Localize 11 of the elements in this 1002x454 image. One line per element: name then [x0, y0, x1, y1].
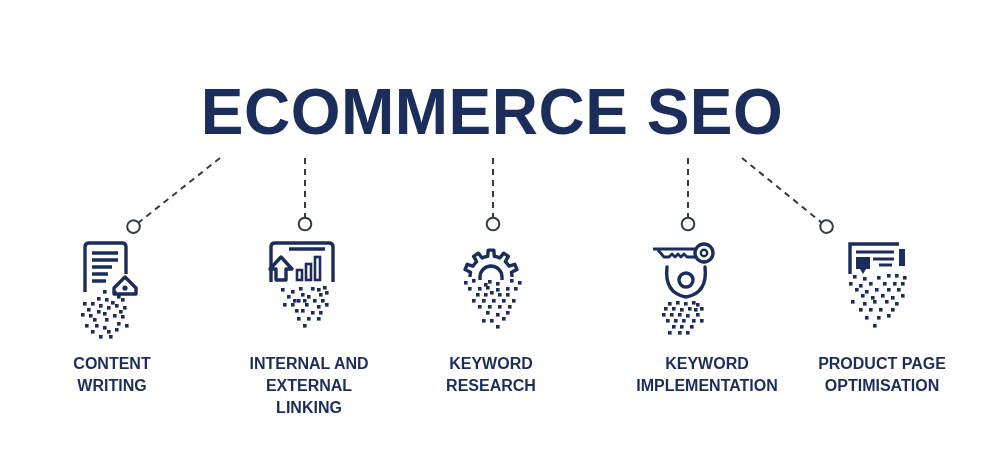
- topic-label: KEYWORD IMPLEMENTATION: [635, 354, 779, 396]
- title-heading: ECOMMERCE SEO: [200, 80, 784, 144]
- dashed-connector: [126, 157, 221, 234]
- topic-label: KEYWORD RESEARCH: [445, 354, 537, 396]
- topic-label: INTERNAL AND EXTERNAL LINKING: [248, 354, 370, 418]
- dashed-connector: [680, 157, 696, 232]
- topic-label: PRODUCT PAGE OPTIMISATION: [817, 354, 947, 396]
- dashed-connector: [297, 157, 313, 232]
- dashed-connector: [741, 157, 834, 234]
- topic-label: CONTENT WRITING: [72, 354, 152, 396]
- dashed-connector: [485, 157, 501, 232]
